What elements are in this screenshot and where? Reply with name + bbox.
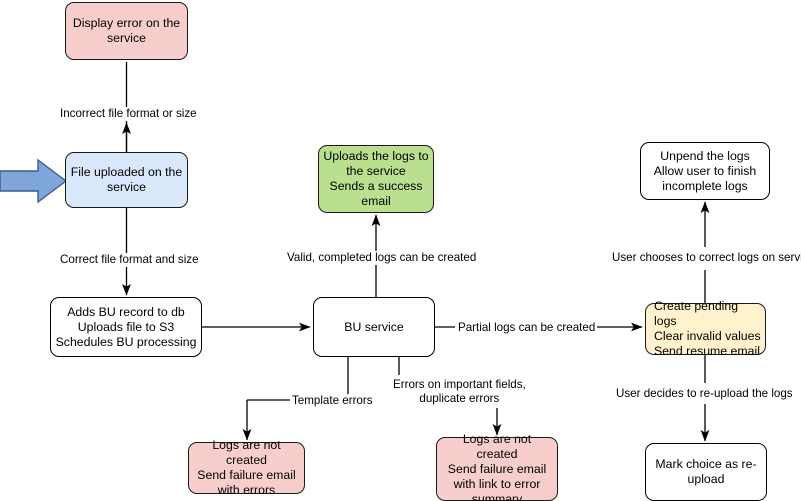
edge-label-user-chooses-correct-logs: User chooses to correct logs on service	[610, 251, 801, 265]
entry-arrow-icon	[0, 158, 68, 204]
node-bu-service[interactable]: BU service	[313, 297, 435, 357]
node-mark-choice-as-reupload[interactable]: Mark choice as re- upload	[645, 443, 767, 501]
edge-label-user-decides-reupload: User decides to re-upload the logs	[614, 387, 795, 401]
node-unpend-logs[interactable]: Unpend the logs Allow user to finish inc…	[640, 142, 770, 200]
edge-label-incorrect-file-format: Incorrect file format or size	[58, 107, 199, 121]
edge-label-correct-file-format: Correct file format and size	[58, 253, 201, 267]
edge-label-errors-important-fields: Errors on important fields, duplicate er…	[391, 378, 528, 406]
edge-label-template-errors: Template errors	[290, 394, 375, 408]
edge-label-partial-logs: Partial logs can be created	[456, 321, 598, 335]
node-uploads-logs[interactable]: Uploads the logs to the service Sends a …	[318, 145, 434, 213]
node-display-error[interactable]: Display error on the service	[65, 2, 188, 60]
node-file-uploaded[interactable]: File uploaded on the service	[65, 152, 188, 208]
node-create-pending-logs[interactable]: Create pending logs Clear invalid values…	[645, 299, 766, 358]
edge-label-valid-completed-logs: Valid, completed logs can be created	[285, 251, 479, 265]
node-adds-bu-record[interactable]: Adds BU record to db Uploads file to S3 …	[50, 297, 202, 357]
node-logs-not-created-link[interactable]: Logs are not created Send failure email …	[436, 432, 558, 501]
node-logs-not-created-errors[interactable]: Logs are not created Send failure email …	[188, 438, 305, 497]
